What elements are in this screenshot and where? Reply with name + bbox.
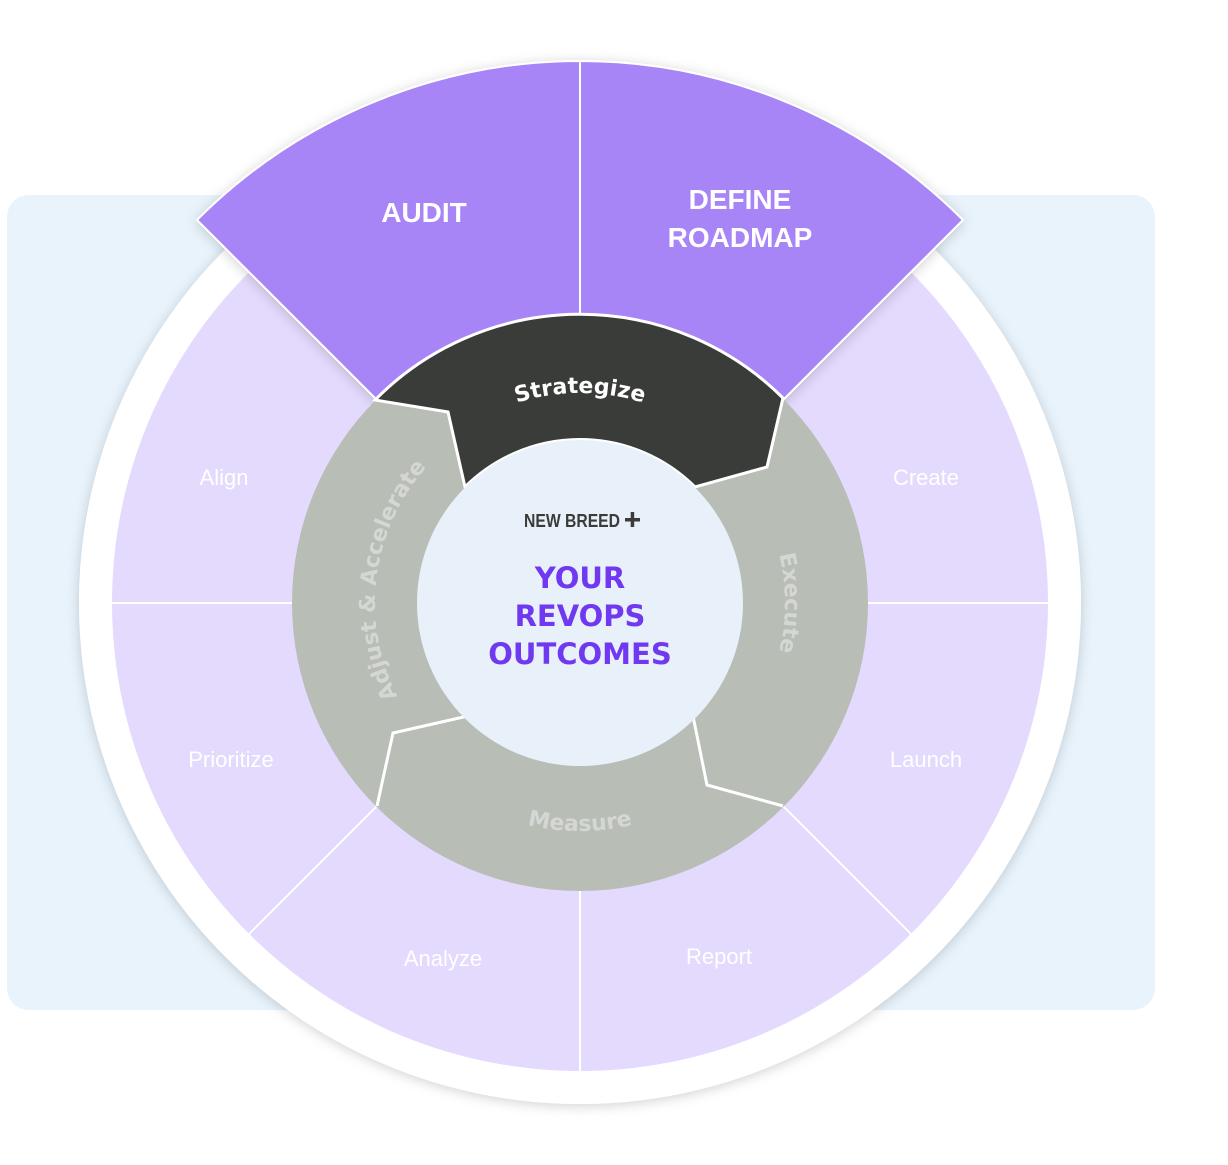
center-title-line1: YOUR bbox=[534, 561, 626, 595]
segment-report: Report bbox=[686, 944, 752, 969]
define-label: DEFINE bbox=[689, 184, 792, 215]
brand-logo: NEW BREED bbox=[524, 511, 640, 531]
audit-label: AUDIT bbox=[381, 197, 467, 228]
segment-align: Align bbox=[200, 465, 249, 490]
center-title-line2: REVOPS bbox=[515, 599, 646, 633]
segment-analyze: Analyze bbox=[404, 946, 482, 971]
roadmap-label: ROADMAP bbox=[668, 222, 813, 253]
segment-prioritize: Prioritize bbox=[188, 747, 274, 772]
center-title-line3: OUTCOMES bbox=[488, 637, 671, 671]
phase-dividers bbox=[375, 714, 784, 808]
plus-icon bbox=[625, 512, 640, 527]
segment-launch: Launch bbox=[890, 747, 962, 772]
brand-name: NEW BREED bbox=[524, 511, 620, 531]
strategize-phase[interactable] bbox=[371, 312, 785, 490]
segment-create: Create bbox=[893, 465, 959, 490]
center-circle bbox=[417, 440, 743, 766]
